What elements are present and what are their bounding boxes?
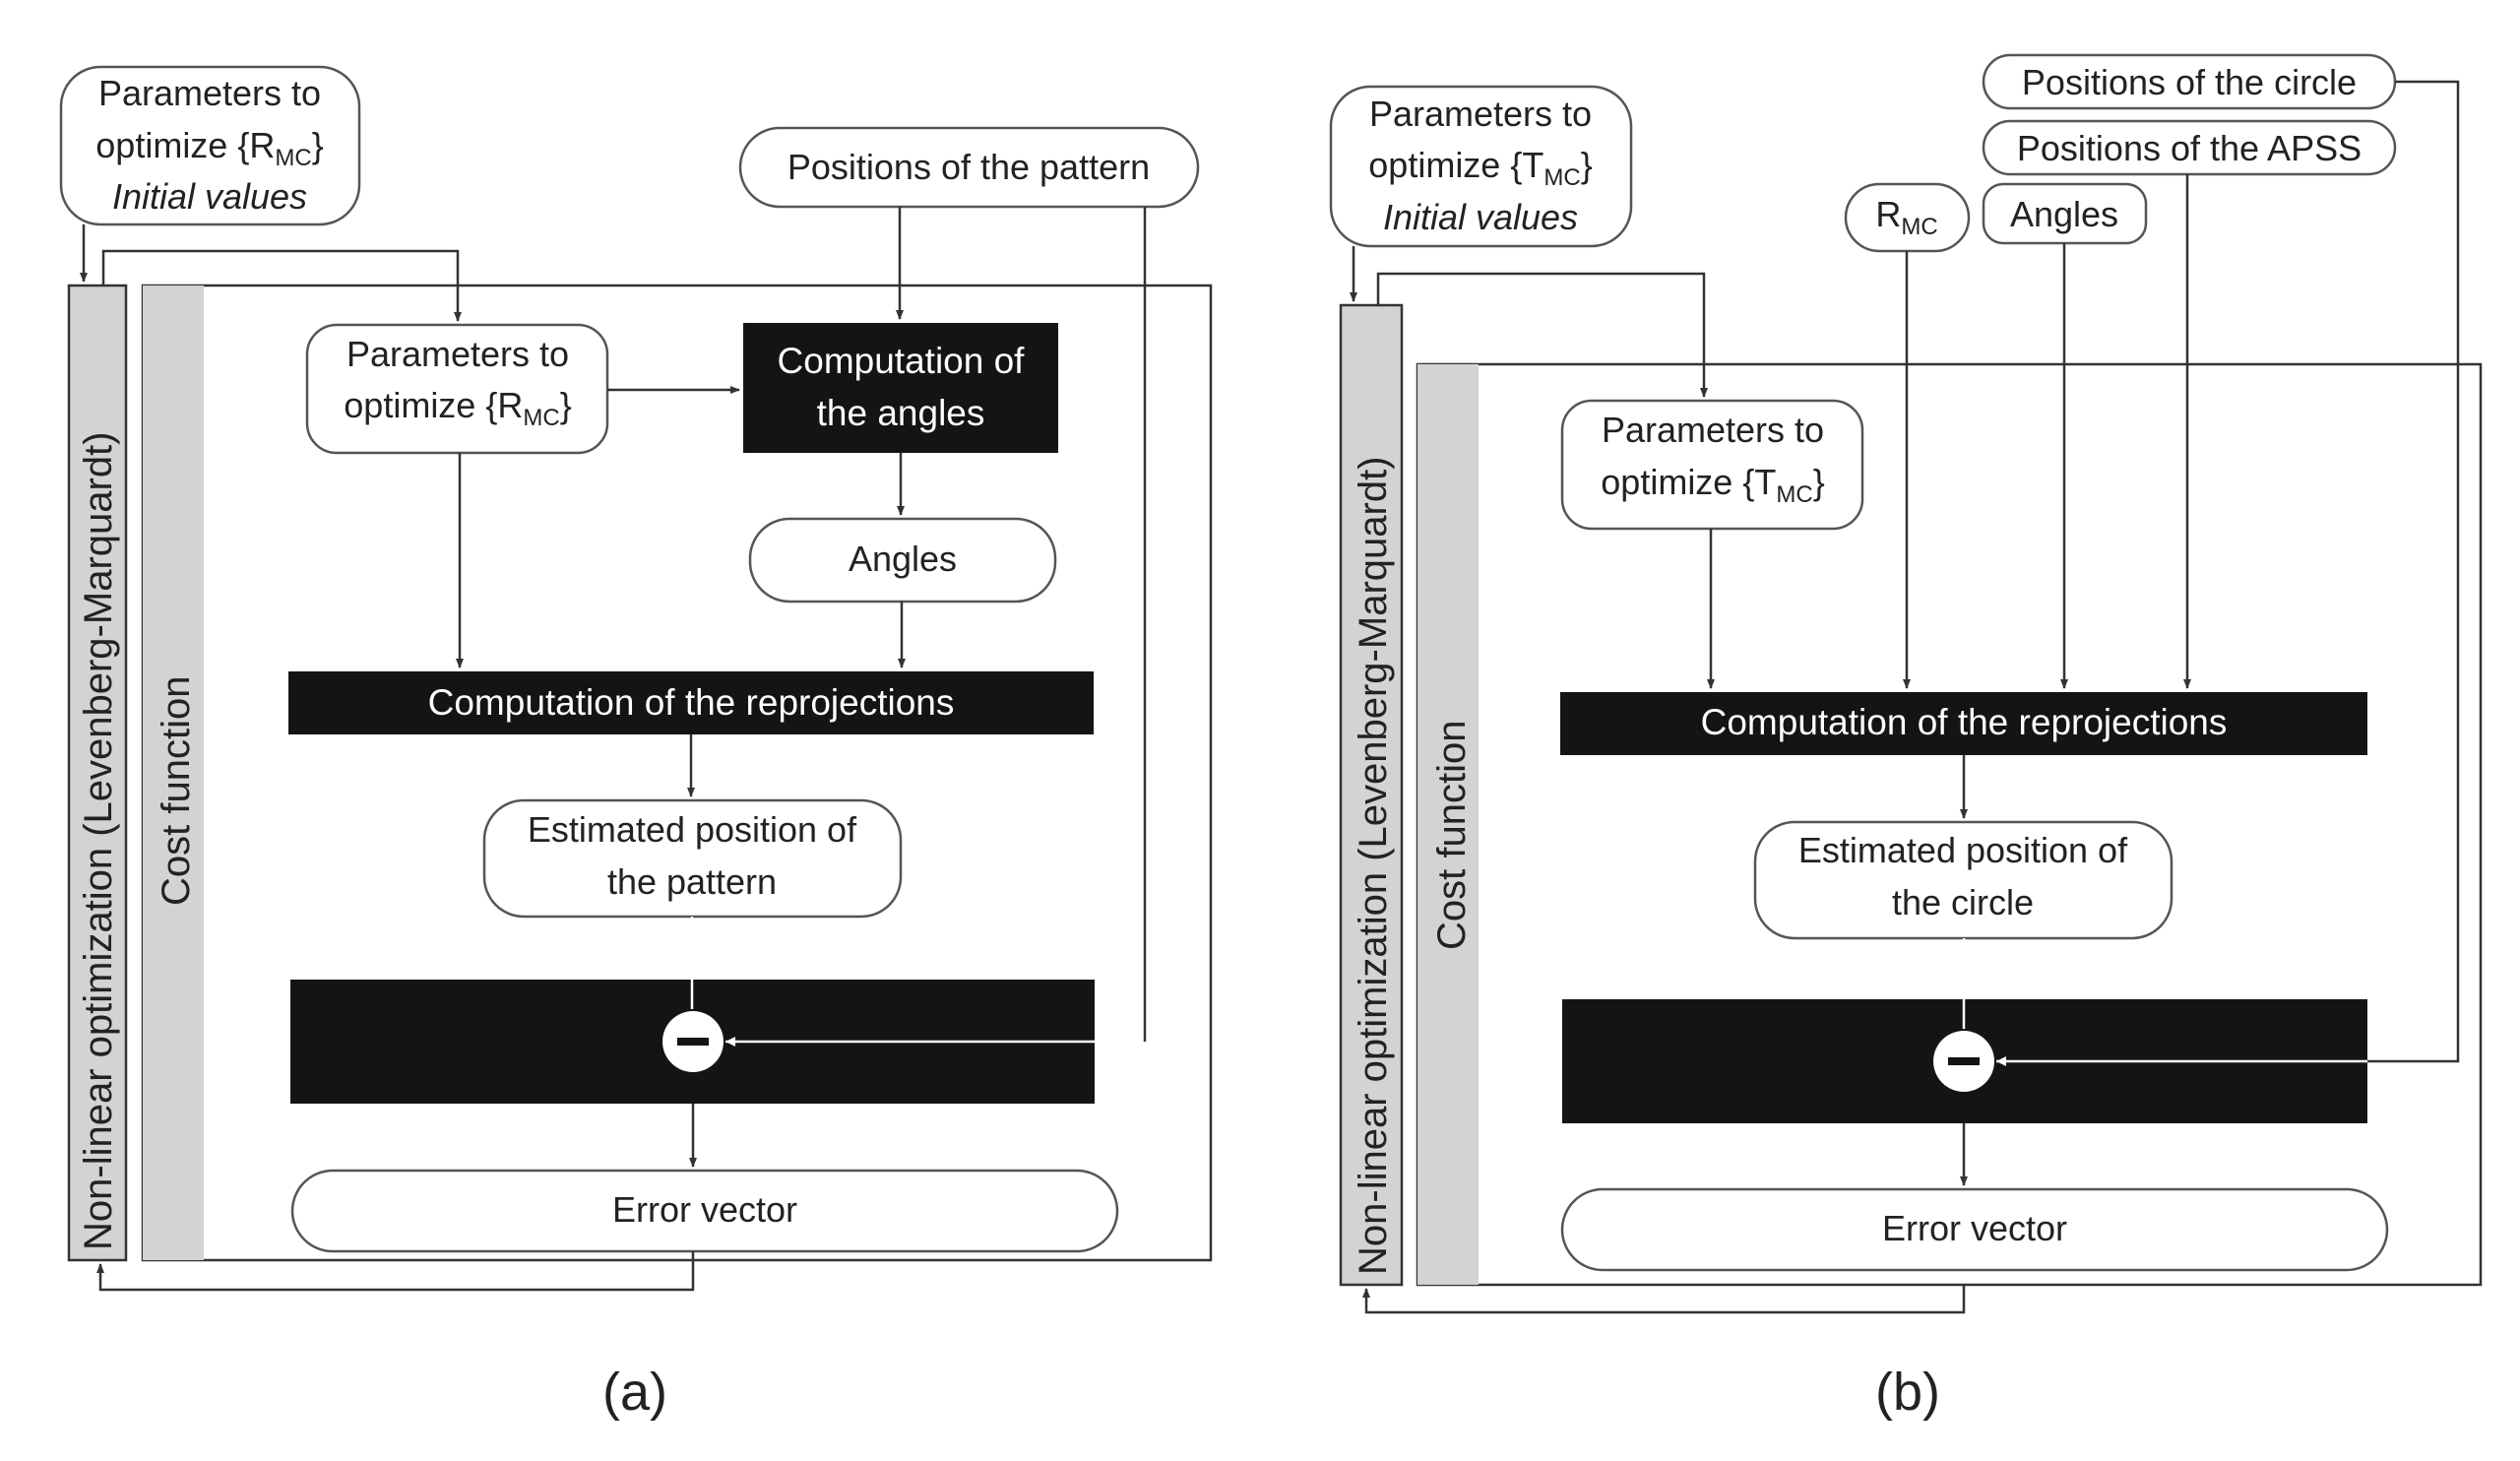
- computation-angles-line1-a: Computation of: [778, 341, 1026, 381]
- estimated-position-line1-b: Estimated position of: [1798, 830, 2128, 870]
- optimizer-label-b: Non-linear optimization (Levenberg-Marqu…: [1352, 456, 1395, 1275]
- minus-sign-b: [1948, 1057, 1980, 1065]
- parameters-line1-b: Parameters to: [1602, 410, 1824, 450]
- cost-bar-a: [143, 286, 204, 1260]
- initial-parameters-box-b: [1329, 85, 1633, 248]
- optimizer-bar-b: [1341, 305, 1402, 1285]
- error-vector-label-a: Error vector: [612, 1189, 797, 1230]
- rmc-label-b: RMC: [1875, 194, 1937, 240]
- initial-parameters-line2-b: optimize {TMC}: [1368, 145, 1592, 191]
- initial-parameters-line1-b: Parameters to: [1369, 94, 1592, 134]
- minus-sign-a: [677, 1038, 709, 1046]
- parameters-box-b: [1560, 399, 1864, 531]
- initial-parameters-line2-a: optimize {RMC}: [95, 125, 323, 171]
- panel-a: Non-linear optimization (Levenberg-Marqu…: [59, 65, 1213, 1422]
- computation-reprojections-label-a: Computation of the reprojections: [428, 682, 955, 723]
- computation-reprojections-box-b: [1560, 692, 2367, 755]
- angles-label-a: Angles: [849, 539, 957, 579]
- parameters-line1-a: Parameters to: [346, 334, 569, 374]
- positions-pattern-label-a: Positions of the pattern: [788, 147, 1150, 187]
- panel-b: Non-linear optimization (Levenberg-Marqu…: [1329, 53, 2483, 1422]
- optimizer-label-a: Non-linear optimization (Levenberg-Marqu…: [77, 431, 120, 1250]
- initial-values-label-a: Initial values: [112, 176, 307, 217]
- positions-circle-label-b: Positions of the circle: [2022, 62, 2357, 102]
- caption-a: (a): [602, 1363, 667, 1422]
- positions-apss-label-b: Positions of the APSS: [2017, 128, 2362, 168]
- positions-pattern-box-a: [738, 126, 1200, 209]
- computation-angles-box-a: [743, 323, 1058, 453]
- computation-angles-line2-a: the angles: [817, 393, 985, 433]
- initial-parameters-line1-a: Parameters to: [98, 73, 321, 113]
- optimizer-bar-a: [69, 286, 126, 1260]
- parameters-line2-a: optimize {RMC}: [344, 385, 571, 431]
- error-vector-box-b: [1560, 1187, 2389, 1272]
- cost-bar-b: [1418, 364, 1479, 1285]
- computation-reprojections-label-b: Computation of the reprojections: [1701, 702, 2228, 742]
- estimated-position-line2-a: the pattern: [607, 861, 777, 902]
- computation-reprojections-box-a: [288, 671, 1094, 734]
- estimated-position-line2-b: the circle: [1892, 882, 2034, 922]
- error-vector-box-a: [290, 1169, 1119, 1253]
- estimated-position-line1-a: Estimated position of: [528, 809, 857, 850]
- cost-label-a: Cost function: [155, 676, 198, 906]
- angles-label-b: Angles: [2010, 194, 2118, 234]
- caption-b: (b): [1875, 1363, 1940, 1422]
- positions-apss-box-b: [1982, 119, 2397, 176]
- initial-values-label-b: Initial values: [1383, 197, 1578, 237]
- parameters-line2-b: optimize {TMC}: [1601, 462, 1824, 508]
- cost-label-b: Cost function: [1430, 721, 1474, 950]
- initial-parameters-box-a: [59, 65, 361, 226]
- error-vector-label-b: Error vector: [1882, 1208, 2067, 1248]
